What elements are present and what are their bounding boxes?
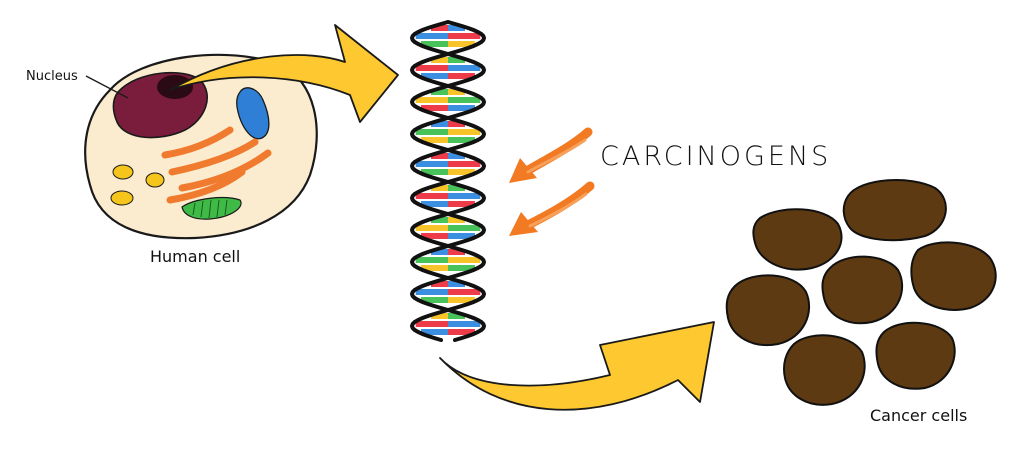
arrow-down-left-icon [509, 181, 595, 236]
cancer-cell [875, 321, 956, 390]
dna-base [448, 225, 481, 231]
dna-base [448, 105, 475, 111]
dna-base [448, 137, 475, 143]
cancer-cell [752, 208, 843, 271]
dna-base [431, 89, 448, 95]
dna-base [448, 249, 465, 255]
dna-base [448, 233, 475, 239]
green-organelle-folds [192, 199, 228, 219]
curved-arrow-icon [439, 321, 715, 411]
dna-base [421, 41, 448, 47]
dna-base [421, 105, 448, 111]
dna-base [421, 73, 448, 79]
dna-base [415, 161, 448, 167]
dna-base [448, 41, 475, 47]
dna-base [415, 257, 448, 263]
cancer-cells-label: Cancer cells [870, 406, 967, 425]
dna-base [415, 289, 448, 295]
dna-base [421, 169, 448, 175]
dna-base [448, 129, 481, 135]
dna-base [415, 33, 448, 39]
dna-base [448, 89, 465, 95]
dna-base [431, 153, 448, 159]
dna-base [448, 161, 481, 167]
dna-base [431, 313, 448, 319]
carcinogen-arrows [509, 127, 595, 236]
dna-base [448, 297, 475, 303]
cancer-cell [725, 274, 811, 347]
dna-base [448, 33, 481, 39]
dna-base [421, 233, 448, 239]
human-cell-label: Human cell [150, 247, 240, 266]
dna-base [448, 321, 481, 327]
dna-base [448, 329, 475, 335]
human-cell [84, 53, 318, 240]
dna-base [448, 313, 465, 319]
dna-base [448, 217, 465, 223]
dna-base [448, 25, 465, 31]
dna-base [448, 281, 465, 287]
curved-arrow-icon [169, 24, 399, 123]
dna-strand [409, 20, 487, 342]
dna-base [431, 57, 448, 63]
dna-base [421, 297, 448, 303]
dna-base [448, 65, 481, 71]
yellow-vesicle [110, 190, 134, 206]
dna-base [421, 329, 448, 335]
dna-base [448, 185, 465, 191]
dna-base [448, 153, 465, 159]
dna-base [431, 281, 448, 287]
dna-base [421, 201, 448, 207]
blue-organelle [236, 87, 270, 140]
dna-base [448, 289, 481, 295]
dna-base [431, 121, 448, 127]
nucleus-label: Nucleus [26, 69, 78, 84]
dna-base [415, 321, 448, 327]
dna-helix [409, 20, 487, 342]
dna-base [448, 121, 465, 127]
dna-base [431, 185, 448, 191]
cancer-cell [842, 179, 947, 242]
dna-base [448, 97, 481, 103]
dna-base [431, 249, 448, 255]
cancer-cell [910, 241, 997, 311]
dna-base [448, 57, 465, 63]
dna-base [431, 25, 448, 31]
dna-base [448, 73, 475, 79]
cancer-cell [783, 334, 866, 406]
yellow-vesicle [145, 172, 165, 188]
cancer-cell [821, 255, 903, 325]
arrow-down-left-icon [509, 127, 593, 183]
dna-base [421, 137, 448, 143]
dna-base [415, 193, 448, 199]
dna-base [431, 217, 448, 223]
dna-base [421, 265, 448, 271]
cancer-cells [725, 179, 997, 406]
dna-base [448, 169, 475, 175]
nucleus-pointer-line [85, 75, 129, 99]
orange-organelle [161, 126, 272, 204]
dna-base [448, 257, 481, 263]
dna-base [415, 97, 448, 103]
dna-base [415, 225, 448, 231]
dna-base [448, 201, 475, 207]
dna-base [448, 265, 475, 271]
dna-base-pairs [415, 25, 481, 335]
dna-base [415, 129, 448, 135]
yellow-vesicle [112, 164, 134, 180]
dna-base [448, 193, 481, 199]
dna-base [415, 65, 448, 71]
carcinogens-label: CARCINOGENS [600, 141, 831, 172]
